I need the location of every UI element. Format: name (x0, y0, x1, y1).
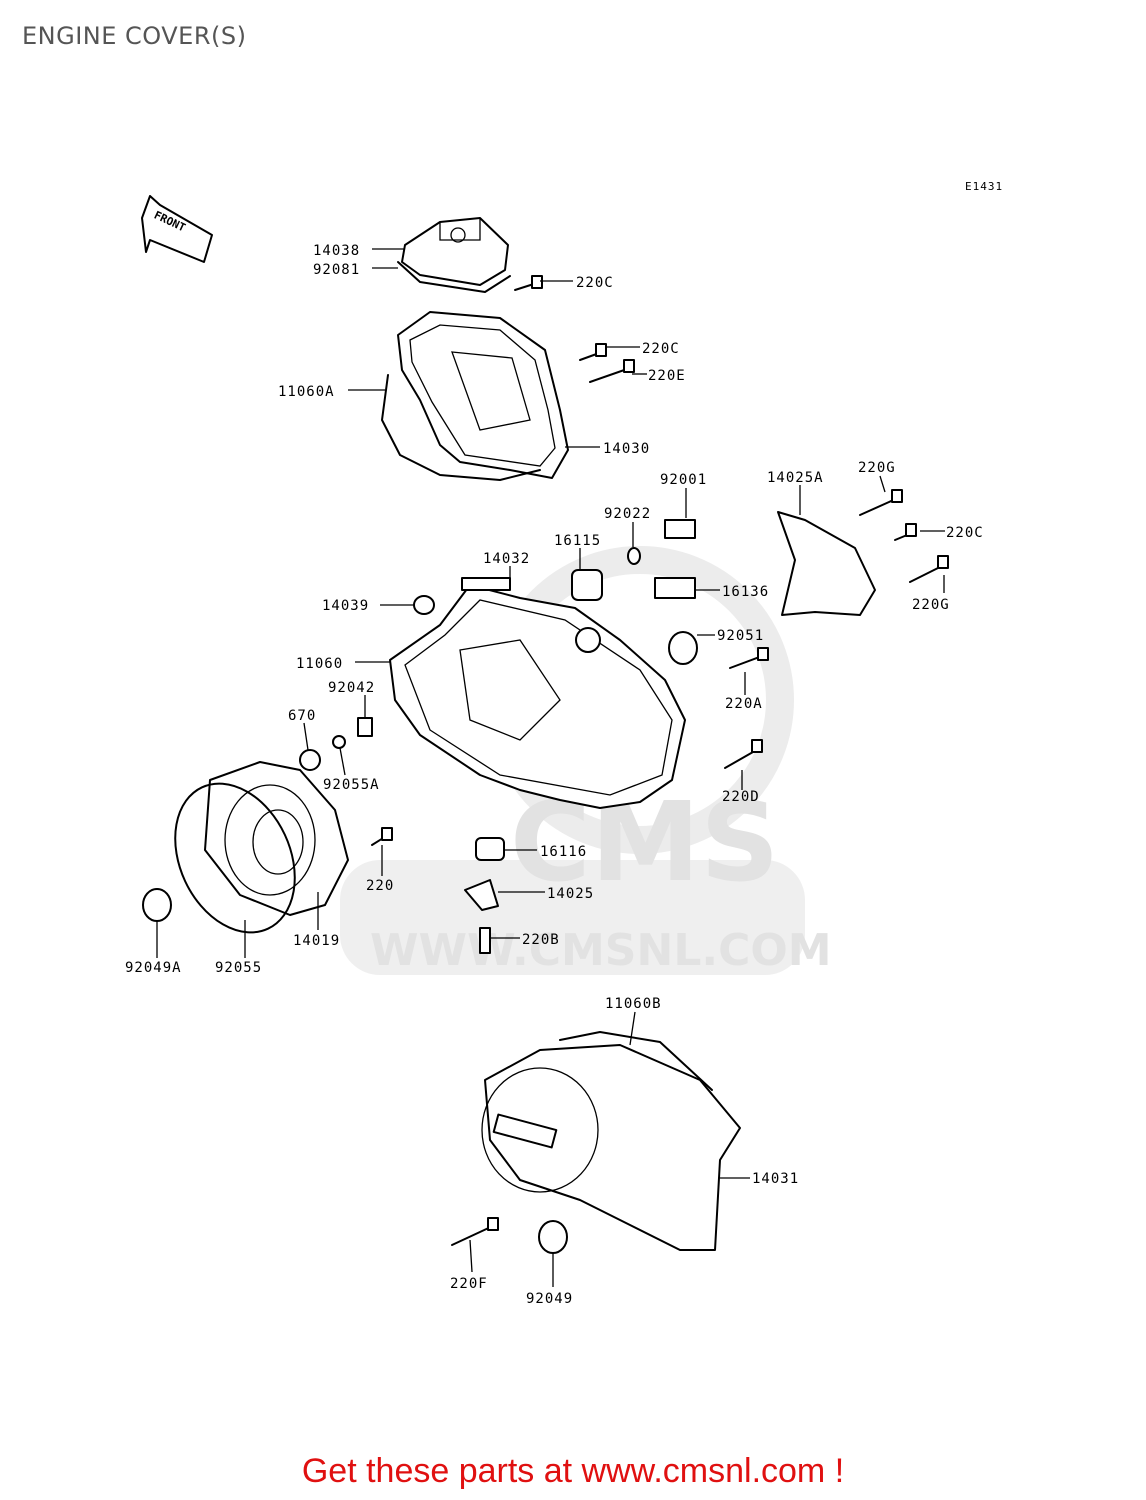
part-14019-drawing (174, 761, 349, 934)
diagram-code: E1431 (965, 180, 1003, 193)
callout-92001[interactable]: 92001 (660, 472, 707, 488)
callout-220d[interactable]: 220D (722, 789, 760, 805)
callout-220c-top[interactable]: 220C (576, 275, 614, 291)
callout-16115[interactable]: 16115 (554, 533, 601, 549)
callout-220e[interactable]: 220E (648, 368, 686, 384)
callout-92042[interactable]: 92042 (328, 680, 375, 696)
callout-11060[interactable]: 11060 (296, 656, 343, 672)
callout-92081[interactable]: 92081 (313, 262, 360, 278)
callout-92049a[interactable]: 92049A (125, 960, 182, 976)
callout-labels: 14038 92081 220C 220C 220E 11060A 14030 … (125, 243, 984, 1307)
footer-cta-link[interactable]: Get these parts at www.cmsnl.com ! (301, 1452, 845, 1490)
callout-14025[interactable]: 14025 (547, 886, 594, 902)
part-14025a-drawing (777, 511, 876, 616)
page-title: ENGINE COVER(S) (22, 22, 247, 50)
callout-220[interactable]: 220 (366, 878, 394, 894)
callout-92055a[interactable]: 92055A (323, 777, 380, 793)
callout-11060a[interactable]: 11060A (278, 384, 335, 400)
callout-11060b[interactable]: 11060B (605, 996, 662, 1012)
callout-16116[interactable]: 16116 (540, 844, 587, 860)
callout-14032[interactable]: 14032 (483, 551, 530, 567)
part-14031-drawing (481, 1031, 741, 1251)
callout-14019[interactable]: 14019 (293, 933, 340, 949)
callout-92055[interactable]: 92055 (215, 960, 262, 976)
front-arrow-icon: FRONT (141, 195, 213, 263)
callout-14038[interactable]: 14038 (313, 243, 360, 259)
callout-14025a[interactable]: 14025A (767, 470, 824, 486)
watermark-url: WWW.CMSNL.COM (370, 925, 832, 976)
part-14038-drawing (397, 217, 511, 293)
small-parts-drawings (142, 275, 949, 1254)
callout-220c-right[interactable]: 220C (946, 525, 984, 541)
callout-220f[interactable]: 220F (450, 1276, 488, 1292)
callout-220b[interactable]: 220B (522, 932, 560, 948)
callout-14039[interactable]: 14039 (322, 598, 369, 614)
callout-92051[interactable]: 92051 (717, 628, 764, 644)
callout-92022[interactable]: 92022 (604, 506, 651, 522)
part-11060-drawing (389, 577, 686, 809)
callout-220g-top[interactable]: 220G (858, 460, 896, 476)
callout-220c-mid[interactable]: 220C (642, 341, 680, 357)
leader-lines (156, 248, 945, 1287)
callout-16136[interactable]: 16136 (722, 584, 769, 600)
callout-670[interactable]: 670 (288, 708, 316, 724)
callout-14030[interactable]: 14030 (603, 441, 650, 457)
callout-220a[interactable]: 220A (725, 696, 763, 712)
callout-92049[interactable]: 92049 (526, 1291, 573, 1307)
callout-14031[interactable]: 14031 (752, 1171, 799, 1187)
callout-220g-bottom[interactable]: 220G (912, 597, 950, 613)
part-14030-drawing (381, 311, 569, 481)
